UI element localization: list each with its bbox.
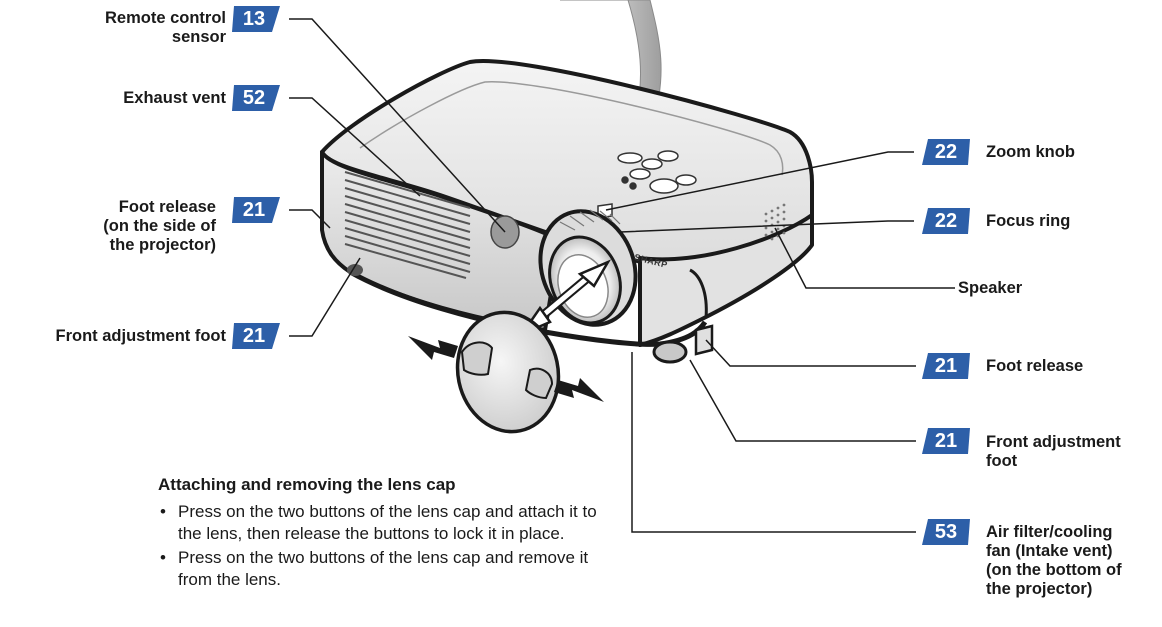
label-line: Exhaust vent xyxy=(123,89,226,107)
exhaust-vent-grille xyxy=(344,171,471,279)
label-line: foot xyxy=(986,452,1018,470)
push-arrow-right-icon xyxy=(554,378,604,402)
page-badge: 13 xyxy=(232,6,282,32)
label-line: Front adjustment foot xyxy=(55,327,226,345)
page-number: 22 xyxy=(934,210,958,232)
page-badge: 52 xyxy=(232,85,282,111)
lens-cap-bullet-attach: Press on the two buttons of the lens cap… xyxy=(158,501,598,545)
label-line: the projector) xyxy=(986,580,1093,598)
label-speaker: Speaker xyxy=(958,279,1128,298)
projector-body xyxy=(320,59,814,347)
page-badge: 21 xyxy=(232,197,282,223)
page-number: 21 xyxy=(242,325,266,347)
page-number: 21 xyxy=(934,430,958,452)
label-line: Speaker xyxy=(958,279,1023,297)
push-arrow-left-icon xyxy=(408,336,458,360)
page-badge: 21 xyxy=(232,323,282,349)
label-focus-ring: Focus ring xyxy=(986,212,1156,231)
label-line: fan (Intake vent) xyxy=(986,542,1113,560)
label-line: Remote control xyxy=(104,9,226,27)
page-number: 22 xyxy=(934,141,958,163)
adjustment-feet xyxy=(347,264,714,364)
control-panel-buttons xyxy=(617,150,697,194)
label-exhaust-vent: Exhaust vent xyxy=(30,89,226,108)
label-remote-control-sensor: Remote control sensor xyxy=(30,9,226,47)
label-line: (on the bottom of xyxy=(986,561,1122,579)
page-badge: 22 xyxy=(920,208,970,234)
page-badge: 53 xyxy=(920,519,970,545)
page-number: 52 xyxy=(242,87,266,109)
label-foot-release-side: Foot release (on the side of the project… xyxy=(20,198,216,255)
lens-cap-bullet-remove: Press on the two buttons of the lens cap… xyxy=(158,547,598,591)
label-line: Focus ring xyxy=(986,212,1071,230)
label-zoom-knob: Zoom knob xyxy=(986,143,1156,162)
page-badge: 22 xyxy=(920,139,970,165)
page-badge: 21 xyxy=(920,428,970,454)
label-line: Air filter/cooling xyxy=(986,523,1113,541)
page-badge: 21 xyxy=(920,353,970,379)
page-number: 53 xyxy=(934,521,958,543)
label-line: Zoom knob xyxy=(986,143,1075,161)
lens-cap xyxy=(455,310,561,434)
label-line: sensor xyxy=(171,28,226,46)
label-line: (on the side of xyxy=(103,217,216,235)
label-line: the projector) xyxy=(109,236,216,254)
lens-cap-instructions: Attaching and removing the lens cap Pres… xyxy=(158,475,598,593)
label-air-filter: Air filter/cooling fan (Intake vent) (on… xyxy=(986,523,1156,599)
label-line: Foot release xyxy=(118,198,216,216)
label-foot-release-right: Foot release xyxy=(986,357,1156,376)
label-front-adjustment-foot-right: Front adjustment foot xyxy=(986,433,1156,471)
label-line: Foot release xyxy=(986,357,1084,375)
label-line: Front adjustment xyxy=(986,433,1121,451)
page-number: 13 xyxy=(242,8,266,30)
page-number: 21 xyxy=(934,355,958,377)
lens-cap-title: Attaching and removing the lens cap xyxy=(158,475,456,494)
leader-lines xyxy=(289,18,955,533)
label-front-adjustment-foot-left: Front adjustment foot xyxy=(0,327,226,346)
page-number: 21 xyxy=(242,199,266,221)
